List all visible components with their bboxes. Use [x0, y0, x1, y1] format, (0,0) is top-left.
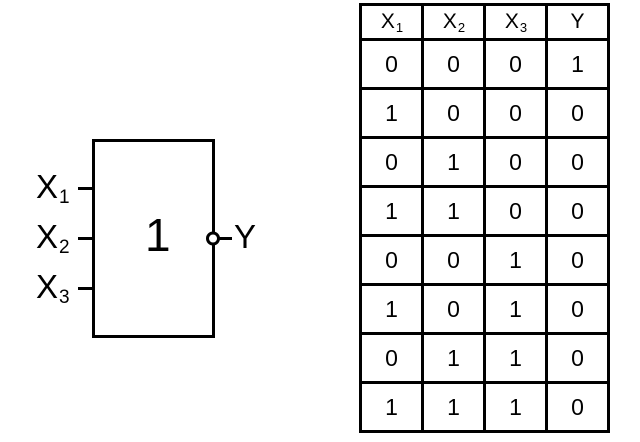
table-cell: 1 — [483, 381, 548, 433]
column-header-x3-base: X — [504, 10, 519, 33]
table-cell: 1 — [359, 87, 424, 139]
table-cell: 0 — [545, 381, 610, 433]
input-label-x3-base: X — [36, 268, 59, 305]
table-cell: 1 — [483, 332, 548, 384]
column-header-y: Y — [545, 3, 610, 41]
table-cell: 0 — [483, 87, 548, 139]
table-cell: 0 — [359, 136, 424, 188]
input-label-x2: X2 — [36, 218, 70, 257]
table-cell: 1 — [421, 332, 486, 384]
table-cell: 1 — [483, 283, 548, 335]
table-cell: 1 — [545, 38, 610, 90]
column-header-x2: X2 — [421, 3, 486, 41]
output-label-y: Y — [234, 220, 256, 253]
column-header-x1: X1 — [359, 3, 424, 41]
table-cell: 0 — [421, 283, 486, 335]
column-header-x2-base: X — [442, 10, 457, 33]
column-header-x3: X3 — [483, 3, 548, 41]
input-label-x2-subscript: 2 — [59, 237, 70, 258]
table-cell: 0 — [421, 234, 486, 286]
table-cell: 0 — [359, 38, 424, 90]
table-cell: 0 — [545, 332, 610, 384]
table-cell: 0 — [483, 185, 548, 237]
table-cell: 0 — [421, 38, 486, 90]
output-label-y-base: Y — [234, 218, 257, 255]
table-cell: 1 — [421, 185, 486, 237]
table-cell: 0 — [545, 283, 610, 335]
table-cell: 1 — [359, 185, 424, 237]
table-cell: 1 — [359, 381, 424, 433]
table-cell: 0 — [483, 38, 548, 90]
table-cell: 0 — [483, 136, 548, 188]
column-header-x2-subscript: 2 — [457, 20, 466, 35]
gate-symbol-label: 1 — [145, 209, 171, 261]
inversion-bubble-icon — [206, 231, 220, 246]
table-cell: 0 — [545, 136, 610, 188]
table-cell: 1 — [421, 136, 486, 188]
input-label-x3: X3 — [36, 268, 70, 307]
column-header-y-base: Y — [570, 10, 585, 33]
table-cell: 0 — [545, 185, 610, 237]
table-cell: 0 — [545, 234, 610, 286]
column-header-x1-subscript: 1 — [395, 20, 404, 35]
table-cell: 1 — [421, 381, 486, 433]
input-label-x1: X1 — [36, 168, 70, 207]
column-header-x3-subscript: 3 — [519, 20, 528, 35]
logic-gate-diagram: X1 X2 X3 Y 1 — [36, 139, 256, 338]
input-label-x2-base: X — [36, 218, 59, 255]
truth-table-header-row: X1 X2 X3 Y — [359, 3, 610, 41]
gate-schematic-svg — [78, 139, 232, 338]
table-cell: 1 — [359, 283, 424, 335]
table-cell: 0 — [421, 87, 486, 139]
column-header-x1-base: X — [380, 10, 395, 33]
table-cell: 1 — [483, 234, 548, 286]
input-label-x3-subscript: 3 — [59, 287, 70, 308]
input-label-x1-subscript: 1 — [59, 187, 70, 208]
input-label-x1-base: X — [36, 168, 59, 205]
table-cell: 0 — [359, 234, 424, 286]
table-cell: 0 — [359, 332, 424, 384]
table-cell: 0 — [545, 87, 610, 139]
